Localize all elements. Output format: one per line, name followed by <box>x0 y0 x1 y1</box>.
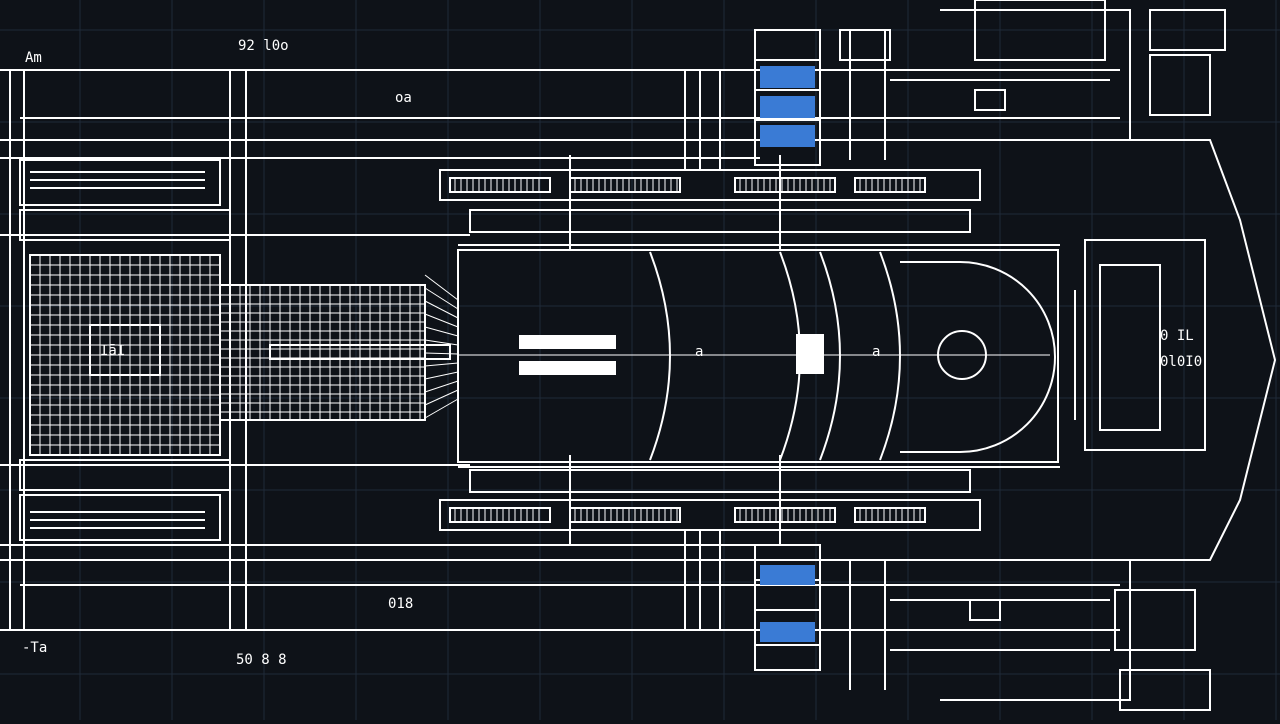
fin-line <box>424 398 459 419</box>
rotor-marker-c <box>796 334 824 374</box>
label-upper-center: oa <box>395 90 412 106</box>
cooling-fins <box>424 274 459 419</box>
fin-line <box>424 352 459 355</box>
fin-line <box>424 380 459 393</box>
fin-line <box>424 313 459 328</box>
label-core-b: a <box>872 344 880 360</box>
label-bottom-dim: 50 8 8 <box>236 652 287 668</box>
label-lower-center: 018 <box>388 596 413 612</box>
mechanical-assembly <box>0 0 1277 711</box>
right-casing <box>890 0 1277 711</box>
accent-panels <box>760 66 815 642</box>
accent-panel-lower-2 <box>760 622 815 642</box>
label-core-a: a <box>695 344 703 360</box>
middle-mesh-lines <box>220 285 425 420</box>
accent-panel-upper-2 <box>760 96 815 118</box>
middle-mesh-block <box>219 284 426 421</box>
shaft-key <box>269 344 451 360</box>
label-top-dim: 92 l0o <box>238 38 289 54</box>
label-top-left: Аm <box>25 50 42 66</box>
rotor-marker-b <box>519 361 616 375</box>
fin-line <box>424 389 459 406</box>
vertical-ribs <box>684 29 891 690</box>
upper-coupling <box>754 29 821 166</box>
fin-line <box>424 300 459 319</box>
accent-panel-lower-1 <box>760 565 815 585</box>
label-left-block: IāI <box>100 343 125 359</box>
drawing-labels: Аm 92 l0o oa IāI a a 0 IL 0l0I0 018 -Ta … <box>22 38 1202 668</box>
fin-line <box>424 326 459 337</box>
left-label-box <box>89 324 161 376</box>
lower-gear-band <box>439 455 981 545</box>
fin-line <box>424 362 459 367</box>
upper-rails <box>0 69 1130 236</box>
label-right-top: 0 IL <box>1160 328 1194 344</box>
gear-teeth <box>454 178 921 522</box>
fin-line <box>424 274 459 301</box>
fin-line <box>424 339 459 346</box>
rotor-housing <box>457 244 1060 468</box>
fin-line <box>424 371 459 380</box>
lower-rails <box>0 464 1130 631</box>
rotor-marker-a <box>519 335 616 349</box>
accent-panel-upper-1 <box>760 66 815 88</box>
label-right-bottom: 0l0I0 <box>1160 354 1202 370</box>
label-bottom-left: -Ta <box>22 640 47 656</box>
fin-line <box>424 287 459 310</box>
accent-panel-upper-3 <box>760 125 815 147</box>
